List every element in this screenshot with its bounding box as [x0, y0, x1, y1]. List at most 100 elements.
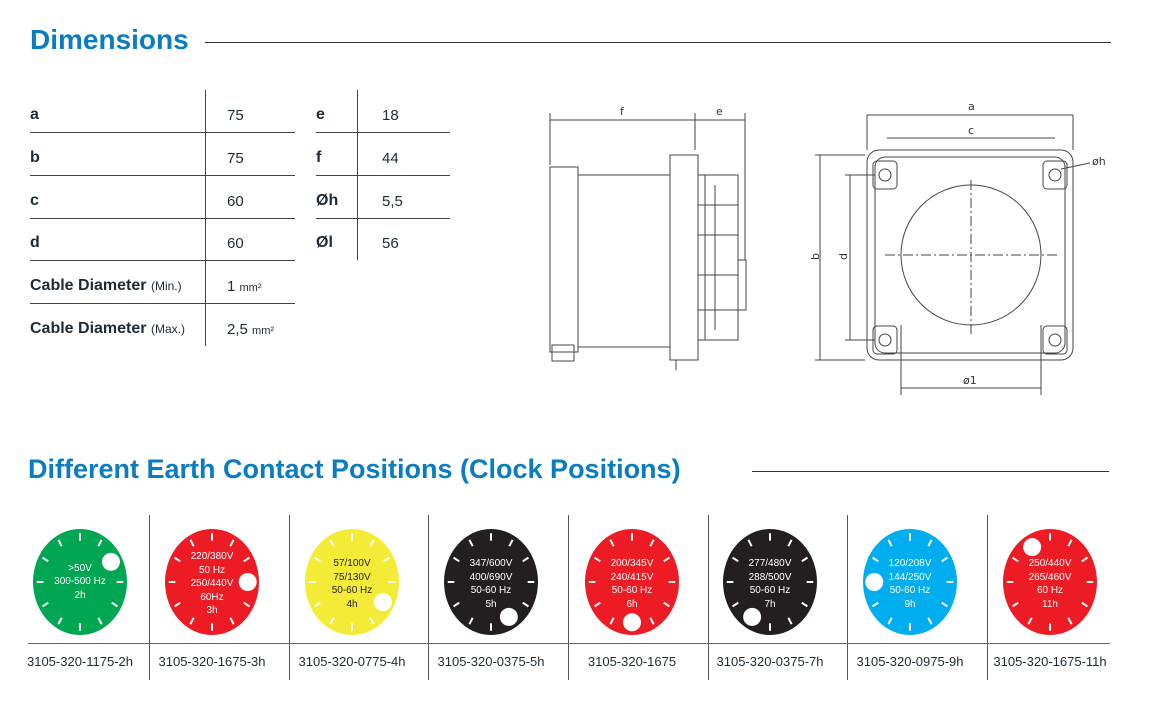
dial-tick	[801, 601, 808, 608]
row-rule	[316, 175, 450, 176]
dim-value-d: 60	[227, 235, 244, 252]
dial-tick	[872, 601, 879, 608]
dial-rating-line: 120/208V	[888, 558, 932, 569]
row-rule	[30, 175, 295, 176]
dial-tick	[468, 539, 474, 547]
dial-tick	[609, 617, 615, 625]
dial-tick	[508, 539, 514, 547]
earth-positions-heading: Different Earth Contact Positions (Clock…	[28, 454, 681, 484]
dial-rating-line: 4h	[346, 598, 358, 610]
dial-rating-line: 6h	[626, 598, 638, 610]
dial-divider	[568, 515, 569, 680]
dial-rating-line: 277/480V	[748, 558, 792, 569]
dial-tick	[243, 601, 250, 608]
dial-rating-line: 50-60 Hz	[749, 585, 791, 596]
dim-value-c: 60	[227, 193, 244, 210]
dial-tick	[1067, 617, 1073, 625]
dial-tick	[453, 556, 460, 563]
dial-face	[165, 529, 259, 635]
dial-tick	[522, 556, 529, 563]
dial-rating-line: 2h	[74, 589, 86, 601]
dial-tick	[732, 601, 739, 608]
dial-face	[723, 529, 817, 635]
part-number: 3105-320-1675-3h	[158, 654, 266, 669]
dim-value-b: 75	[227, 150, 244, 167]
dimensions-heading: Dimensions	[30, 24, 189, 55]
clock-dial	[165, 529, 259, 635]
dial-tick	[522, 601, 529, 608]
dim-value-f: 44	[382, 150, 399, 167]
row-rule	[316, 218, 450, 219]
dim-value-cable-max: 2,5 mm²	[227, 321, 274, 338]
dial-divider	[847, 515, 848, 680]
dial-rating-line: 220/380V	[190, 551, 234, 563]
part-number: 3105-320-1175-2h	[26, 654, 133, 669]
cable-value: 1	[227, 278, 236, 295]
dial-divider	[708, 515, 709, 680]
dial-rating-line: 300-500 Hz	[54, 576, 106, 588]
cable-qualifier: (Min.)	[150, 279, 182, 293]
dial-tick	[941, 601, 948, 608]
dial-tick	[787, 539, 793, 547]
earth-contact-dot	[743, 607, 762, 626]
dial-face	[444, 529, 538, 635]
part-number: 3105-320-0375-7h	[716, 654, 824, 669]
dial-tick	[594, 556, 601, 563]
dial-rating-line: 200/345V	[610, 558, 654, 569]
clock-dial	[305, 529, 399, 635]
dial-rating-line: 265/460V	[1028, 571, 1072, 583]
dial-tick	[468, 617, 474, 625]
row-rule	[30, 132, 295, 133]
dim-value-l: 56	[382, 235, 399, 252]
dim-label-cable-max: Cable Diameter (Max.)	[30, 320, 185, 338]
dial-tick	[927, 617, 933, 625]
dial-rating-line: 7h	[764, 598, 776, 610]
dial-rating-line: 250/440V	[190, 578, 234, 590]
earth-contact-dot	[1023, 538, 1042, 557]
dial-tick	[927, 539, 933, 547]
dial-tick	[1081, 556, 1088, 563]
part-number: 3105-320-0775-4h	[298, 654, 406, 669]
cable-label: Cable Diameter	[30, 320, 147, 337]
dial-tick	[57, 617, 63, 625]
dim-label-d: d	[30, 234, 40, 251]
dial-divider	[149, 515, 150, 680]
heading-rule	[205, 42, 1111, 43]
row-rule	[30, 218, 295, 219]
dial-face	[33, 529, 127, 635]
dim-label-b: b	[30, 149, 40, 166]
dial-rating-line: 60 Hz	[1036, 585, 1064, 596]
label-f: f	[620, 105, 625, 118]
dial-tick	[229, 539, 235, 547]
label-a: a	[968, 100, 975, 113]
dial-tick	[663, 601, 670, 608]
cable-label: Cable Diameter	[30, 277, 147, 294]
dial-tick	[329, 617, 335, 625]
dial-rating-line: 50-60 Hz	[470, 585, 512, 596]
dial-tick	[97, 539, 103, 547]
dial-divider	[289, 515, 290, 680]
dial-rating-line: 240/415V	[610, 571, 654, 583]
dial-rating-line: 11h	[1042, 598, 1058, 610]
dial-rating-line: 50-60 Hz	[611, 585, 653, 596]
clock-dial	[1003, 529, 1097, 635]
dial-rating-line: 57/100V	[333, 558, 371, 569]
dial-tick	[243, 556, 250, 563]
dial-tick	[42, 601, 49, 608]
dial-tick	[1012, 601, 1019, 608]
dial-tick	[747, 539, 753, 547]
dial-tick	[111, 601, 118, 608]
front-view-drawing: a c b d øh ø1	[809, 100, 1106, 395]
dial-tick	[887, 617, 893, 625]
earth-contact-dot	[623, 613, 641, 632]
earth-contact-dot	[373, 593, 392, 612]
dial-tick	[174, 601, 181, 608]
dial-tick	[369, 539, 375, 547]
dial-tick	[1067, 539, 1073, 547]
clock-dial	[863, 529, 957, 635]
dim-value-cable-min: 1 mm²	[227, 278, 262, 295]
part-number: 3105-320-1675-11h	[993, 654, 1107, 669]
dim-value-e: 18	[382, 107, 399, 124]
